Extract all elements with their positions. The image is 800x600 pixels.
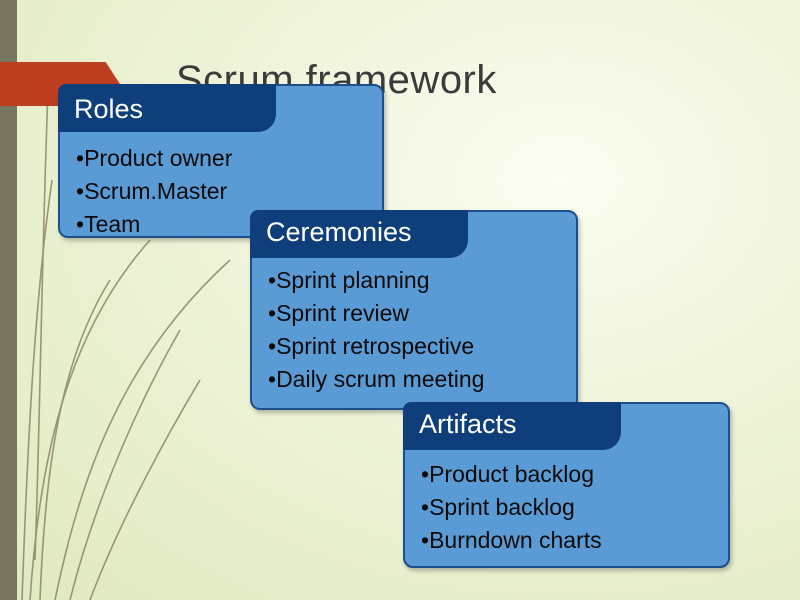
artifacts-list-item: Burndown charts [421,524,602,557]
roles-list-item: Product owner [76,142,232,175]
ceremonies-list-item: Sprint planning [268,264,484,297]
ceremonies-card: Ceremonies Sprint planning Sprint review… [250,210,578,410]
artifacts-list-item: Product backlog [421,458,602,491]
ceremonies-list-item: Daily scrum meeting [268,363,484,396]
left-decorative-band [0,0,17,600]
artifacts-card-header: Artifacts [403,402,621,450]
roles-card-header: Roles [58,84,276,132]
artifacts-list-item: Sprint backlog [421,491,602,524]
roles-list-item: Team [76,208,232,241]
ceremonies-list-item: Sprint review [268,297,484,330]
ceremonies-list: Sprint planning Sprint review Sprint ret… [268,264,484,396]
ceremonies-list-item: Sprint retrospective [268,330,484,363]
ceremonies-card-header: Ceremonies [250,210,468,258]
artifacts-card: Artifacts Product backlog Sprint backlog… [403,402,730,568]
roles-list-item: Scrum.Master [76,175,232,208]
artifacts-list: Product backlog Sprint backlog Burndown … [421,458,602,557]
roles-list: Product owner Scrum.Master Team [76,142,232,241]
